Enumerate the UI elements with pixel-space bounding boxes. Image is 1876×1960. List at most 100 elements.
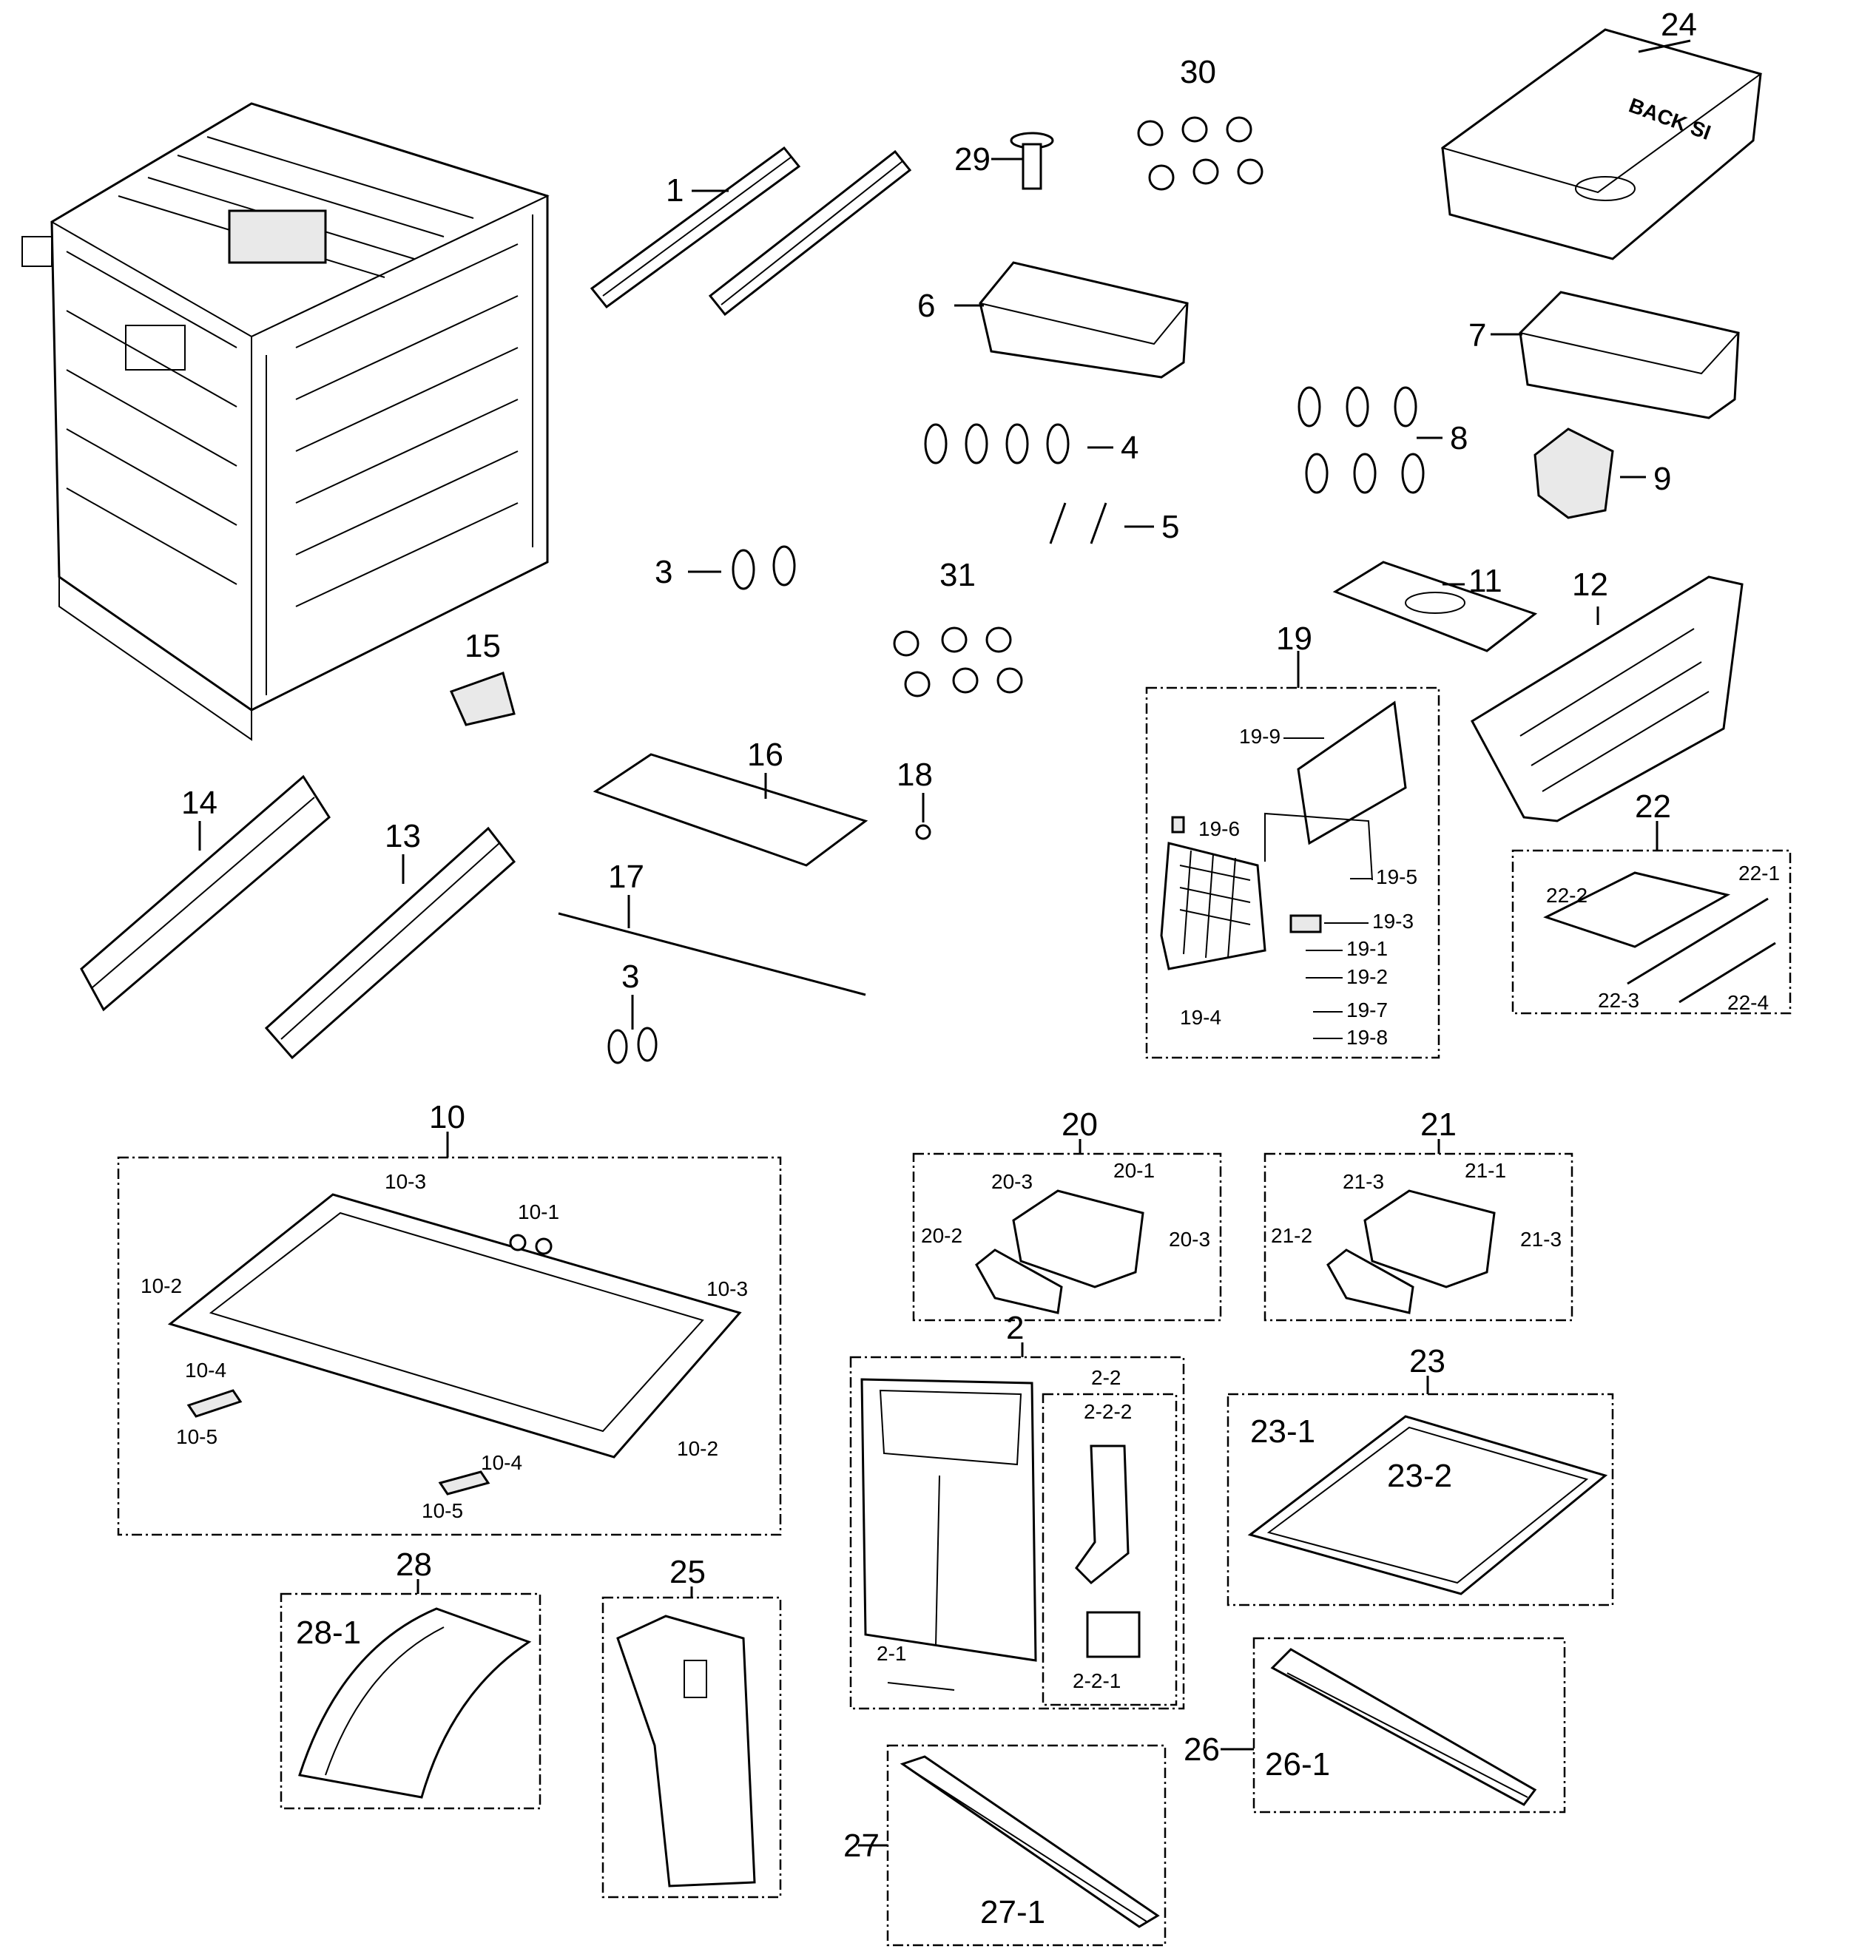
callout-12: 12 [1572, 567, 1608, 603]
rail-part-14 [80, 774, 331, 1012]
callout-9: 9 [1653, 461, 1671, 497]
label-21-1: 21-1 [1465, 1159, 1506, 1182]
glass-shelf-23-drawing [1247, 1415, 1608, 1595]
callout-2: 2 [1006, 1310, 1024, 1346]
label-10-4-right: 10-4 [481, 1451, 522, 1474]
callout-19: 19 [1276, 621, 1312, 657]
label-23-1: 23-1 [1250, 1413, 1315, 1450]
callout-24: 24 [1661, 7, 1697, 43]
label-19-8: 19-8 [1346, 1026, 1388, 1049]
guard-28-drawing [298, 1607, 532, 1799]
duct-25-drawing [616, 1615, 756, 1888]
label-21-3-top: 21-3 [1343, 1170, 1384, 1193]
assembly-box-23: 23 23-1 23-2 [1227, 1343, 1614, 1606]
screws-part-8 [1298, 386, 1425, 494]
assembly-box-28: 28 28-1 [280, 1547, 541, 1810]
callout-31: 31 [939, 557, 976, 593]
label-10-2-right: 10-2 [677, 1437, 718, 1460]
label-10-2-left: 10-2 [141, 1274, 182, 1297]
label-2-2-1: 2-2-1 [1073, 1669, 1121, 1692]
screws-part-3-lower [607, 1027, 658, 1064]
label-22-1: 22-1 [1738, 862, 1780, 885]
label-20-3-right: 20-3 [1169, 1228, 1210, 1251]
module-2-2-1-drawing [1086, 1611, 1141, 1658]
assembly-box-21: 21 21-3 21-1 21-2 21-3 [1263, 1106, 1573, 1322]
screws-part-3-upper [732, 545, 796, 590]
drawer-20-1-drawing [1012, 1189, 1144, 1288]
label-22-2: 22-2 [1546, 884, 1587, 907]
label-19-3: 19-3 [1372, 910, 1414, 933]
front-20-2-drawing [975, 1248, 1063, 1314]
label-20-3-top: 20-3 [991, 1170, 1033, 1193]
label-10-5-left: 10-5 [176, 1425, 217, 1448]
assembly-box-25: 25 [601, 1554, 782, 1899]
callout-26: 26 [1184, 1731, 1220, 1768]
rail-part-1 [590, 146, 912, 317]
panel-2-drawing [860, 1378, 1037, 1662]
shelf-10-drawing [167, 1193, 742, 1459]
label-22-3: 22-3 [1598, 989, 1639, 1012]
label-19-6: 19-6 [1198, 817, 1240, 840]
callout-3-upper: 3 [655, 554, 672, 590]
label-21-3-right: 21-3 [1520, 1228, 1562, 1251]
assembly-box-10: 10 10-3 10-1 10-2 10-3 10-4 10-5 10-4 10… [117, 1099, 782, 1536]
cabinet-drawing [21, 102, 550, 741]
switch-part-9 [1533, 428, 1614, 519]
panel-part-16 [593, 753, 868, 867]
clip-part-18 [915, 824, 931, 840]
callout-23: 23 [1409, 1343, 1445, 1379]
label-10-3-top: 10-3 [385, 1170, 426, 1193]
rail-27-drawing [900, 1755, 1160, 1928]
assembly-box-20: 20 20-3 20-1 20-2 20-3 [912, 1106, 1222, 1322]
rail-part-13 [264, 826, 516, 1060]
drawer-21-1-drawing [1363, 1189, 1496, 1288]
callout-28: 28 [396, 1547, 432, 1583]
callout-20: 20 [1062, 1106, 1098, 1143]
callout-6: 6 [917, 288, 935, 324]
assembly-box-27: 27 27-1 [843, 1744, 1167, 1947]
callout-13: 13 [385, 818, 421, 854]
assembly-box-2: 2 2-2 2-2-2 2-2-1 2-1 [849, 1310, 1185, 1710]
label-10-4-left: 10-4 [185, 1359, 226, 1382]
screws-part-4 [924, 423, 1070, 464]
label-19-4: 19-4 [1180, 1006, 1221, 1029]
callout-4: 4 [1121, 430, 1138, 466]
rail-26-drawing [1270, 1648, 1537, 1806]
callout-8: 8 [1450, 420, 1468, 456]
callout-29: 29 [954, 141, 991, 178]
label-20-2: 20-2 [921, 1224, 962, 1247]
label-2-2-2: 2-2-2 [1084, 1400, 1132, 1423]
screws-part-30 [1137, 116, 1263, 191]
callout-7: 7 [1468, 317, 1486, 354]
callout-11: 11 [1468, 563, 1502, 599]
wire-19-5-drawing [1264, 812, 1373, 881]
label-20-1: 20-1 [1113, 1159, 1155, 1182]
shelf-bin-part-6 [979, 261, 1189, 379]
screw-part-29 [1010, 132, 1054, 190]
label-19-9: 19-9 [1239, 725, 1281, 748]
callout-3-lower: 3 [621, 959, 639, 995]
label-2-1: 2-1 [877, 1642, 906, 1665]
label-19-2: 19-2 [1346, 965, 1388, 988]
bracket-part-15 [449, 672, 516, 726]
plate-22-2-drawing [1543, 871, 1731, 948]
bin-part-24: BACK SI [1440, 28, 1763, 260]
callout-14: 14 [181, 785, 217, 821]
shelf-bin-part-7 [1519, 291, 1740, 419]
callout-22: 22 [1635, 788, 1671, 825]
callout-25: 25 [669, 1554, 706, 1590]
callout-10: 10 [429, 1099, 465, 1135]
assembly-box-19: 19 19-9 19-6 19-5 19-3 19-1 19-2 19-4 19… [1145, 621, 1440, 1059]
label-2-2: 2-2 [1091, 1366, 1121, 1389]
label-19-1: 19-1 [1346, 937, 1388, 960]
label-10-1: 10-1 [518, 1200, 559, 1223]
label-27-1: 27-1 [980, 1894, 1045, 1930]
label-21-2: 21-2 [1271, 1224, 1312, 1247]
callout-15: 15 [465, 628, 501, 664]
callout-16: 16 [747, 737, 783, 773]
front-21-2-drawing [1326, 1248, 1414, 1314]
basket-part-12 [1471, 575, 1744, 822]
assembly-box-22: 22 22-2 22-1 22-3 22-4 [1511, 788, 1792, 1015]
assembly-box-26: 26 26-1 [1184, 1637, 1566, 1814]
